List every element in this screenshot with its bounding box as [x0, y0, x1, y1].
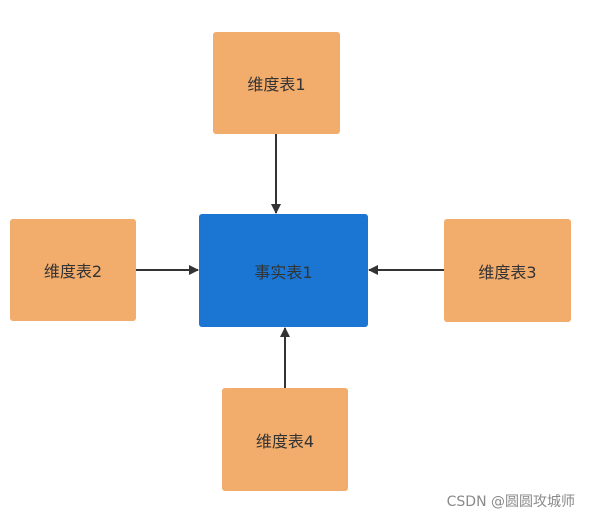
dimension-table-2-box: 维度表2 — [10, 219, 136, 321]
dimension-table-3-box: 维度表3 — [444, 219, 571, 322]
fact-table-label: 事实表1 — [254, 262, 313, 282]
dimension-table-2-label: 维度表2 — [43, 262, 103, 281]
dimension-table-1-box: 维度表1 — [213, 32, 340, 134]
dimension-table-4-box: 维度表4 — [222, 388, 348, 491]
watermark-text: CSDN @圆圆攻城师 — [446, 494, 575, 510]
dimension-table-4-label: 维度表4 — [255, 431, 315, 451]
fact-table-box: 事实表1 — [199, 214, 368, 327]
dimension-table-3-label: 维度表3 — [478, 262, 537, 282]
dimension-table-1-label: 维度表1 — [247, 75, 306, 94]
